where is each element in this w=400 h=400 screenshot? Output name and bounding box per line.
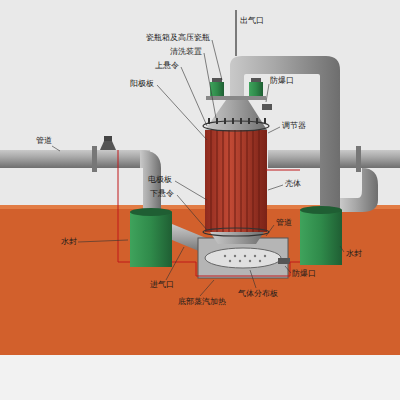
- part-label: 水封: [61, 238, 77, 246]
- floor: [0, 205, 400, 355]
- lower-hanger-ring: [203, 228, 269, 236]
- part-label: 上悬令: [155, 62, 179, 70]
- part-label: 下悬令: [150, 190, 174, 198]
- part-label: 管道: [36, 137, 52, 145]
- tank-top: [130, 208, 172, 216]
- part-label: 清洗装置: [170, 48, 202, 56]
- part-label: 水封: [346, 250, 362, 258]
- ground: [0, 355, 400, 400]
- tube-lines: [211, 130, 259, 232]
- nozzles: [208, 118, 266, 124]
- part-label: 防爆口: [270, 77, 294, 85]
- part-label: 进气口: [150, 281, 174, 289]
- insulator-box: [249, 82, 263, 96]
- gas-distribution-plate: [205, 248, 281, 268]
- part-label: 出气口: [240, 17, 264, 25]
- duct: [340, 168, 378, 212]
- water-seal-tank: [130, 212, 172, 267]
- part-label: 阳极板: [130, 80, 154, 88]
- part-label: 底部蒸汽加热: [178, 298, 226, 306]
- cleaning-ring: [203, 121, 269, 131]
- insulator-cap: [251, 78, 261, 82]
- insulator-platform: [206, 96, 266, 100]
- explosion-vent: [262, 104, 272, 110]
- part-label: 瓷瓶箱及高压瓷瓶: [146, 34, 210, 42]
- antenna: [235, 10, 237, 56]
- part-label: 气体分布板: [238, 290, 278, 298]
- top-cone: [205, 100, 267, 130]
- bottom-cone: [210, 232, 264, 244]
- part-label: 管道: [276, 219, 292, 227]
- insulator-cap: [212, 78, 222, 82]
- flange: [356, 146, 361, 172]
- pipe: [0, 150, 150, 168]
- part-label: 防爆口: [292, 270, 316, 278]
- part-label: 调节器: [282, 122, 306, 130]
- flange: [92, 146, 97, 172]
- water-seal-tank: [300, 210, 342, 265]
- heating-lines: [118, 150, 300, 276]
- part-label: 电极板: [148, 176, 172, 184]
- plate-holes: [224, 255, 266, 262]
- tube-bundle: [205, 130, 267, 232]
- leader-lines: [52, 40, 344, 296]
- insulator-box: [210, 82, 224, 96]
- part-label: 壳体: [285, 180, 301, 188]
- valve: [100, 141, 116, 150]
- tank-top: [300, 206, 342, 214]
- explosion-vent: [278, 258, 290, 264]
- valve-handle: [104, 136, 112, 141]
